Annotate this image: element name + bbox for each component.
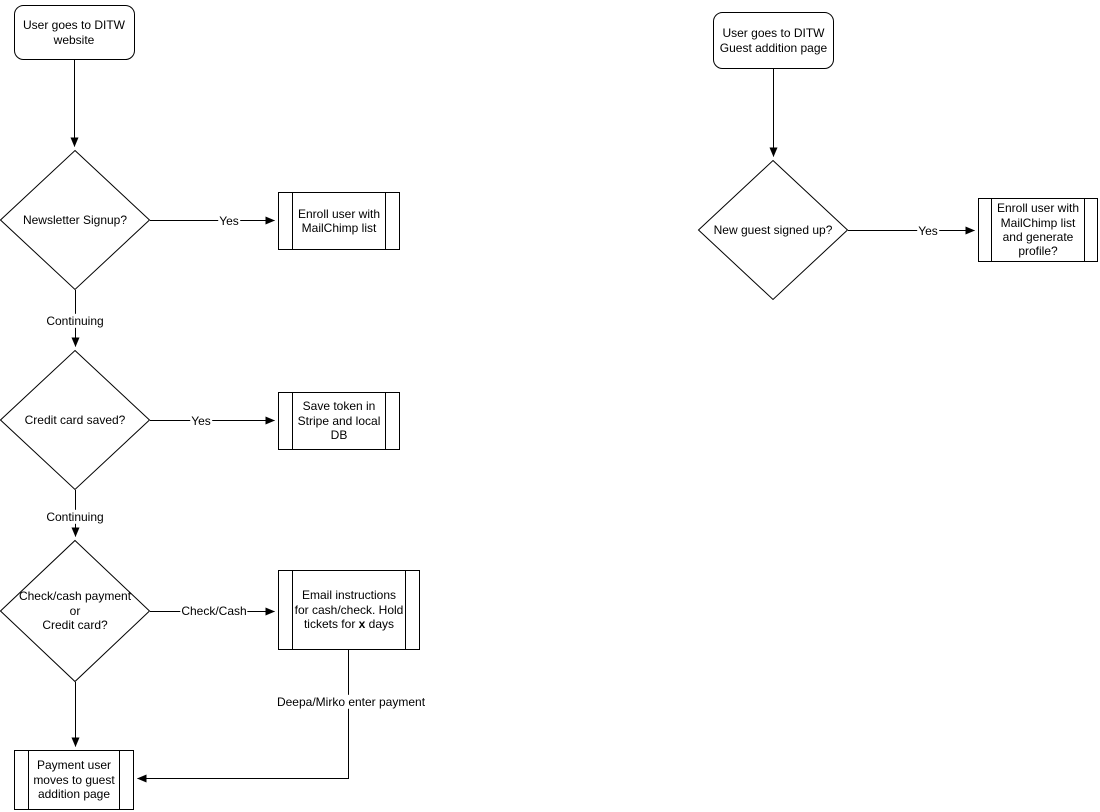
- process-email-instructions-bars: [292, 570, 406, 650]
- start-terminator-right: [713, 12, 834, 69]
- process-save-token: [278, 392, 400, 450]
- process-enroll-mailchimp-bars: [292, 192, 386, 250]
- decision-newsletter-signup: [0, 149, 151, 291]
- decision-credit-card-saved: [0, 349, 151, 491]
- decision-new-guest: [697, 159, 849, 301]
- decision-payment-method: [0, 539, 151, 683]
- process-enroll-generate-profile-bars: [991, 198, 1085, 262]
- process-move-to-guest-page: [14, 750, 134, 810]
- process-enroll-generate-profile: [978, 198, 1098, 262]
- process-email-instructions: [278, 570, 420, 650]
- process-enroll-mailchimp: [278, 192, 400, 250]
- start-terminator-left: [14, 5, 135, 60]
- process-move-to-guest-page-bars: [28, 750, 120, 810]
- edge-deepa-mirko-payment: [137, 650, 349, 783]
- process-save-token-bars: [292, 392, 386, 450]
